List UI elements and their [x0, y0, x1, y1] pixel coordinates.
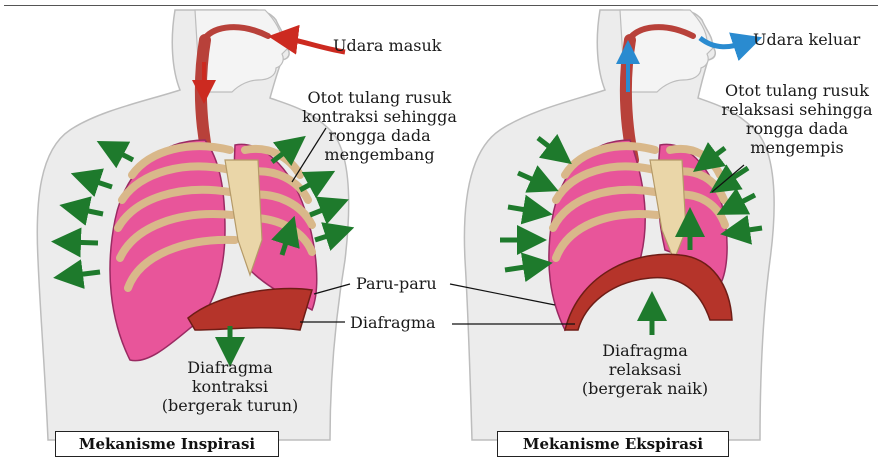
ekspirasi-diaphragm-line-1: Diafragma	[570, 341, 720, 360]
ekspirasi-muscle-line-3: rongga dada	[712, 119, 882, 138]
lungs-label: Paru-paru	[356, 274, 437, 293]
ekspirasi-muscle-line-2: relaksasi sehingga	[712, 100, 882, 119]
ekspirasi-muscle-label: Otot tulang rusuk relaksasi sehingga ron…	[712, 81, 882, 157]
ekspirasi-diaphragm-label: Diafragma relaksasi (bergerak naik)	[570, 341, 720, 398]
inspirasi-diaphragm-label: Diafragma kontraksi (bergerak turun)	[155, 358, 305, 415]
air-out-label: Udara keluar	[753, 30, 860, 49]
ekspirasi-muscle-line-1: Otot tulang rusuk	[712, 81, 882, 100]
inspirasi-diaphragm-line-1: Diafragma	[155, 358, 305, 377]
ekspirasi-muscle-line-4: mengempis	[712, 138, 882, 157]
diaphragm-label: Diafragma	[350, 313, 436, 332]
inspirasi-muscle-line-3: rongga dada	[292, 126, 467, 145]
inspirasi-caption: Mekanisme Inspirasi	[55, 431, 279, 457]
inspirasi-muscle-line-1: Otot tulang rusuk	[292, 88, 467, 107]
ekspirasi-diaphragm-line-2: relaksasi	[570, 360, 720, 379]
inspirasi-muscle-line-4: mengembang	[292, 145, 467, 164]
air-in-label: Udara masuk	[333, 36, 441, 55]
inspirasi-muscle-line-2: kontraksi sehingga	[292, 107, 467, 126]
inspirasi-diaphragm-line-2: kontraksi	[155, 377, 305, 396]
inspirasi-muscle-label: Otot tulang rusuk kontraksi sehingga ron…	[292, 88, 467, 164]
ekspirasi-diaphragm-line-3: (bergerak naik)	[570, 379, 720, 398]
ekspirasi-caption: Mekanisme Ekspirasi	[497, 431, 729, 457]
inspirasi-diaphragm-line-3: (bergerak turun)	[155, 396, 305, 415]
